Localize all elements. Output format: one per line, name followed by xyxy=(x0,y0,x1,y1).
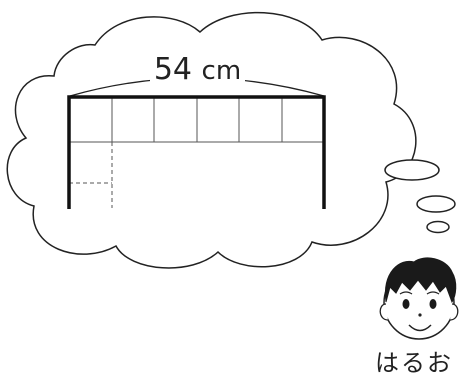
thought-bubble-icon xyxy=(384,159,440,181)
boy-face-icon xyxy=(379,257,459,340)
character-name: はるお xyxy=(375,349,453,377)
thought-bubble-icon xyxy=(426,220,450,234)
thought-cloud-icon xyxy=(6,11,417,269)
width-unit: cm xyxy=(201,56,242,86)
thought-bubble-icon xyxy=(416,195,456,213)
width-label: 54 cm xyxy=(150,52,245,88)
dashed-square xyxy=(69,142,113,208)
width-value: 54 xyxy=(153,52,192,87)
rectangle-frame xyxy=(67,95,326,209)
